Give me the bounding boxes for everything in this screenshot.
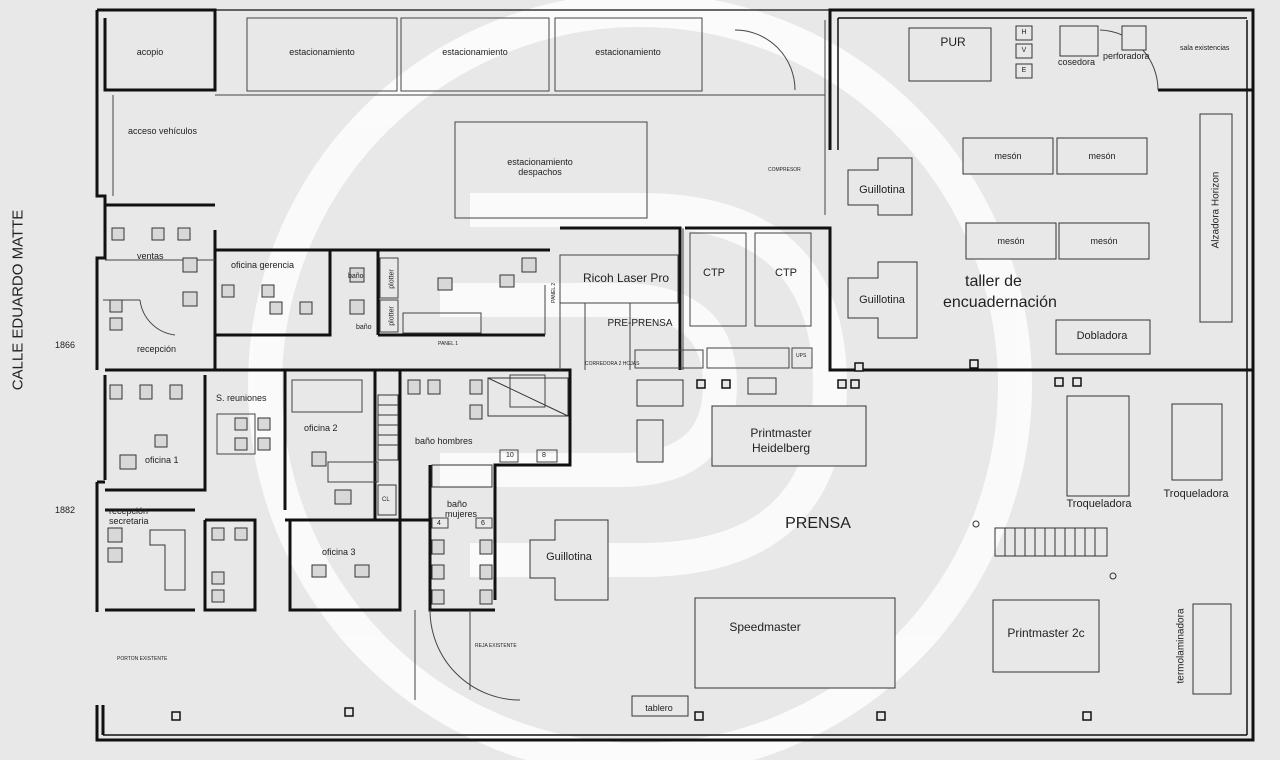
area-estacionamiento-1: estacionamiento: [289, 47, 355, 57]
equipment-alzadora: Alzadora Horizon: [1210, 171, 1222, 249]
label-cl: CL: [382, 497, 390, 503]
equipment-perforadora: perforadora: [1103, 51, 1150, 61]
area-s-reuniones: S. reuniones: [216, 393, 267, 403]
area-prensa: PRENSA: [785, 515, 851, 532]
label-e: E: [1021, 67, 1027, 74]
label-panel-2: PANEL 2: [551, 282, 558, 303]
columns: [171, 359, 1092, 721]
area-ventas: ventas: [137, 251, 164, 261]
equipment-speedmaster: Speedmaster: [729, 620, 801, 634]
area-recepcion-secretaria-1: recepción: [109, 506, 149, 516]
equipment: [529, 25, 1233, 717]
area-pre-prensa: PRE-PRENSA: [607, 318, 673, 329]
area-bano-1: baño: [348, 273, 364, 280]
label-porton: PORTON EXISTENTE: [117, 656, 168, 662]
label-h: H: [1021, 29, 1027, 36]
stairs: [972, 520, 1117, 580]
area-taller-2: encuadernación: [943, 294, 1057, 311]
equipment-meson-3: mesón: [997, 236, 1025, 246]
label-box-4: 4: [437, 520, 441, 527]
equipment-termolaminadora: termolaminadora: [1175, 608, 1187, 684]
area-acopio: acopio: [136, 47, 164, 57]
area-estacionamiento-despachos-2: despachos: [518, 167, 562, 177]
street-number-1882: 1882: [55, 505, 76, 515]
label-reja: REJA EXISTENTE: [475, 643, 517, 649]
area-estacionamiento-2: estacionamiento: [442, 47, 508, 57]
equipment-printmaster-2c: Printmaster 2c: [1007, 626, 1085, 640]
equipment-printmaster-heidelberg-1: Printmaster: [750, 426, 812, 440]
label-panel-1: PANEL 1: [438, 341, 459, 347]
street-name: CALLE EDUARDO MATTE: [9, 209, 27, 391]
equipment-meson-2: mesón: [1088, 151, 1116, 161]
equipment-troqueladora-2: Troqueladora: [1163, 488, 1229, 500]
area-acceso-vehiculos: acceso vehículos: [128, 126, 198, 136]
equipment-guillotina-1: Guillotina: [859, 184, 905, 196]
area-taller-1: taller de: [965, 273, 1022, 290]
area-recepcion: recepción: [137, 344, 177, 354]
area-recepcion-secretaria-2: secretaria: [109, 516, 149, 526]
label-box-10: 10: [506, 452, 514, 459]
label-compresor: COMPRESOR: [768, 167, 801, 173]
equipment-dobladora: Dobladora: [1076, 330, 1128, 342]
area-oficina-1: oficina 1: [145, 455, 179, 465]
equipment-ricoh: Ricoh Laser Pro: [582, 271, 670, 285]
equipment-meson-1: mesón: [994, 151, 1022, 161]
equipment-ctp-1: CTP: [703, 267, 725, 279]
equipment-tablero: tablero: [645, 703, 673, 713]
corridor-elements: [149, 377, 569, 591]
label-plotter-1: plotter: [388, 269, 396, 289]
area-sala-existencias: sala existencias: [1180, 45, 1230, 52]
equipment-cosedora: cosedora: [1058, 57, 1096, 67]
area-oficina-2: oficina 2: [304, 423, 338, 433]
equipment-guillotina-2: Guillotina: [859, 294, 905, 306]
area-oficina-gerencia: oficina gerencia: [231, 260, 295, 270]
outer-walls: [95, 8, 1255, 742]
equipment-troqueladora-1: Troqueladora: [1066, 498, 1132, 510]
interior-walls: [97, 10, 1253, 612]
label-box-8: 8: [542, 452, 546, 459]
equipment-meson-4: mesón: [1090, 236, 1118, 246]
area-estacionamiento-3: estacionamiento: [595, 47, 661, 57]
area-bano-hombres: baño hombres: [415, 436, 473, 446]
equipment-printmaster-heidelberg-2: Heidelberg: [751, 441, 811, 455]
area-oficina-3: oficina 3: [322, 547, 356, 557]
label-corredora: CORREDORA 2 HOJAS: [585, 361, 640, 367]
equipment-guillotina-3: Guillotina: [546, 551, 592, 563]
street-number-1866: 1866: [55, 340, 76, 350]
area-bano-mujeres-1: baño: [447, 499, 468, 509]
area-bano-mujeres-2: mujeres: [445, 509, 478, 519]
label-v: V: [1021, 47, 1027, 54]
furniture: [107, 227, 537, 605]
area-bano-2: baño: [356, 324, 372, 331]
label-plotter-2: plotter: [388, 306, 396, 326]
area-estacionamiento-despachos-1: estacionamiento: [507, 157, 573, 167]
equipment-pur: PUR: [940, 35, 966, 49]
equipment-ctp-2: CTP: [775, 267, 797, 279]
label-box-6: 6: [481, 520, 485, 527]
label-ups: UPS: [796, 353, 807, 359]
